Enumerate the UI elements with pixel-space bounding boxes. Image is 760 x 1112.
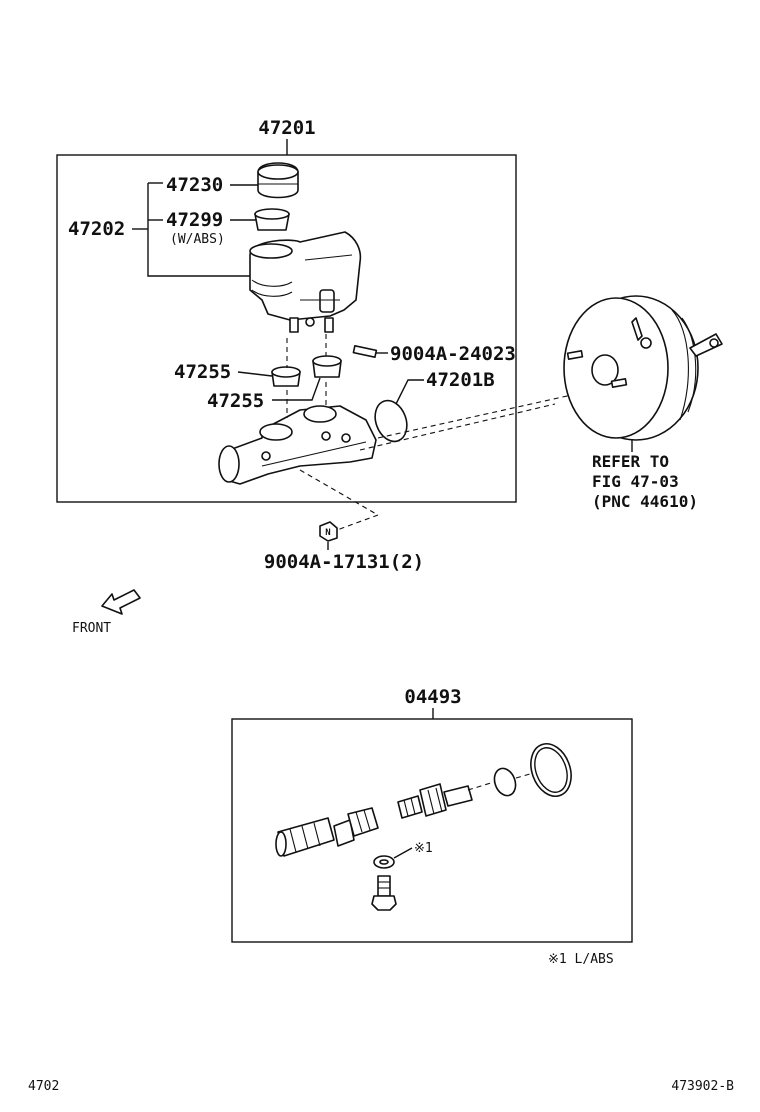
kit-frame bbox=[231, 718, 633, 943]
page-number: 4702 bbox=[28, 1079, 59, 1094]
piston-spring-part[interactable] bbox=[275, 817, 335, 857]
strainer-note-label: (W/ABS) bbox=[170, 232, 225, 247]
reservoir-body-part[interactable] bbox=[249, 231, 362, 333]
reservoir-assembly-label[interactable]: 47202 bbox=[68, 218, 125, 240]
dash-line bbox=[515, 773, 531, 779]
leader-line bbox=[237, 371, 273, 377]
reservoir-strainer-part[interactable] bbox=[254, 208, 290, 231]
front-arrow-icon bbox=[101, 589, 141, 615]
assembly-number-label[interactable]: 47201 bbox=[258, 117, 315, 139]
grommet-lower-part[interactable] bbox=[312, 355, 342, 378]
leader-line bbox=[272, 377, 321, 401]
booster-ref-line1: REFER TO bbox=[592, 452, 669, 471]
gasket-part[interactable] bbox=[370, 396, 413, 446]
reservoir-cap-label[interactable]: 47230 bbox=[166, 174, 223, 196]
bolt-part[interactable] bbox=[371, 875, 397, 911]
gasket-label[interactable]: 47201B bbox=[426, 369, 495, 391]
grommet-upper-part[interactable] bbox=[271, 366, 301, 387]
master-cylinder-part[interactable] bbox=[218, 405, 377, 485]
booster-ref-line3: (PNC 44610) bbox=[592, 492, 698, 511]
front-label: FRONT bbox=[72, 621, 111, 636]
dash-line bbox=[336, 514, 379, 531]
kit-note-marker: ※1 bbox=[414, 841, 433, 856]
grommet-upper-label[interactable]: 47255 bbox=[174, 361, 231, 383]
snap-ring-part[interactable] bbox=[491, 765, 519, 798]
leader-line bbox=[393, 847, 413, 859]
kit-footnote: ※1 L/ABS bbox=[548, 952, 614, 967]
grommet-lower-label[interactable]: 47255 bbox=[207, 390, 264, 412]
nut-marker[interactable]: N bbox=[319, 521, 338, 542]
dash-line bbox=[359, 403, 556, 451]
leader-line bbox=[395, 379, 424, 405]
kit-number-label[interactable]: 04493 bbox=[404, 686, 461, 708]
dash-line bbox=[299, 469, 379, 516]
nut-label[interactable]: 9004A-17131(2) bbox=[264, 551, 424, 573]
dash-line bbox=[467, 781, 495, 791]
pin-label[interactable]: 9004A-24023 bbox=[390, 343, 516, 365]
booster-ref-line2[interactable]: FIG 47-03 bbox=[592, 472, 679, 491]
bracket-line bbox=[147, 183, 250, 277]
figure-id: 473902-B bbox=[671, 1079, 734, 1094]
reservoir-strainer-label[interactable]: 47299 bbox=[166, 209, 223, 231]
nut-marker-letter: N bbox=[325, 528, 330, 538]
secondary-spring-part[interactable] bbox=[397, 795, 423, 819]
kit-gasket-part[interactable] bbox=[524, 738, 578, 802]
pin-part[interactable] bbox=[352, 344, 378, 358]
piston-part[interactable] bbox=[333, 807, 379, 847]
washer-part[interactable] bbox=[373, 855, 395, 869]
secondary-piston-part[interactable] bbox=[419, 783, 473, 817]
reservoir-cap-part[interactable] bbox=[257, 162, 299, 199]
brake-booster-part[interactable] bbox=[563, 295, 723, 441]
